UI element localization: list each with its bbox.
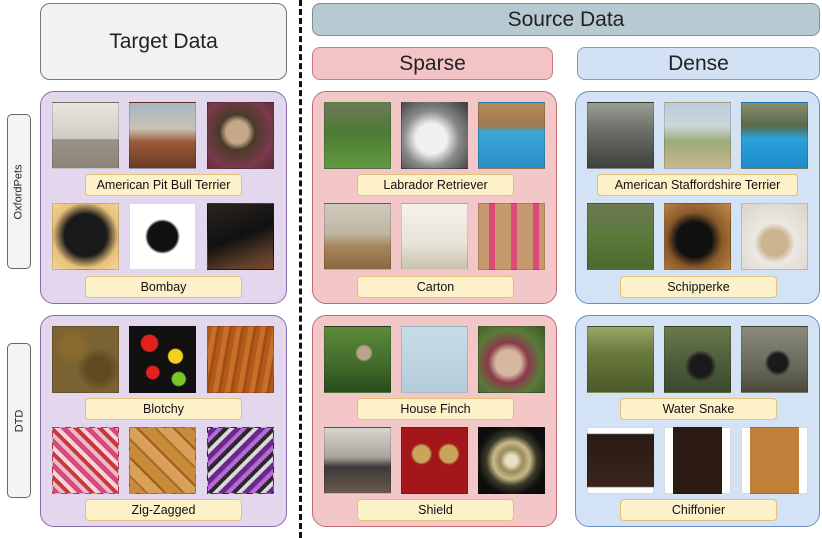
blotchy-image-1 (52, 326, 119, 393)
pit-bull-image-3 (207, 102, 274, 169)
staffordshire-image-1 (587, 102, 654, 169)
source-data-header: Source Data (312, 3, 820, 36)
label-zig-zagged: Zig-Zagged (85, 499, 242, 521)
carton-image-2 (401, 203, 468, 270)
dashed-divider (299, 0, 302, 538)
labrador-image-1 (324, 102, 391, 169)
schipperke-image-1 (587, 203, 654, 270)
panel-dtd-dense: Water Snake Chiffonier (575, 315, 820, 527)
bombay-image-2 (129, 203, 196, 270)
staffordshire-image-2 (664, 102, 731, 169)
shield-image-2 (401, 427, 468, 494)
water-snake-image-3 (741, 326, 808, 393)
row-label-oxfordpets: OxfordPets (7, 114, 31, 269)
label-american-staffordshire-terrier: American Staffordshire Terrier (597, 174, 798, 196)
label-house-finch: House Finch (357, 398, 514, 420)
label-chiffonier: Chiffonier (620, 499, 777, 521)
label-bombay: Bombay (85, 276, 242, 298)
label-blotchy: Blotchy (85, 398, 242, 420)
label-carton: Carton (357, 276, 514, 298)
house-finch-image-2 (401, 326, 468, 393)
house-finch-image-3 (478, 326, 545, 393)
staffordshire-image-3 (741, 102, 808, 169)
row-label-dtd-text: DTD (13, 409, 26, 432)
chiffonier-image-3 (741, 427, 808, 494)
label-shield: Shield (357, 499, 514, 521)
bombay-image-3 (207, 203, 274, 270)
water-snake-image-2 (664, 326, 731, 393)
label-water-snake: Water Snake (620, 398, 777, 420)
panel-dtd-sparse: House Finch Shield (312, 315, 557, 527)
blotchy-image-3 (207, 326, 274, 393)
schipperke-image-2 (664, 203, 731, 270)
target-data-header: Target Data (40, 3, 287, 80)
zigzag-image-1 (52, 427, 119, 494)
label-schipperke: Schipperke (620, 276, 777, 298)
bombay-image-1 (52, 203, 119, 270)
chiffonier-image-2 (664, 427, 731, 494)
sparse-header: Sparse (312, 47, 553, 80)
label-american-pit-bull-terrier: American Pit Bull Terrier (85, 174, 242, 196)
water-snake-image-1 (587, 326, 654, 393)
panel-oxford-sparse: Labrador Retriever Carton (312, 91, 557, 304)
pit-bull-image-2 (129, 102, 196, 169)
labrador-image-3 (478, 102, 545, 169)
label-labrador-retriever: Labrador Retriever (357, 174, 514, 196)
shield-image-3 (478, 427, 545, 494)
row-label-dtd: DTD (7, 343, 31, 498)
chiffonier-image-1 (587, 427, 654, 494)
panel-dtd-target: Blotchy Zig-Zagged (40, 315, 287, 527)
carton-image-1 (324, 203, 391, 270)
panel-oxford-dense: American Staffordshire Terrier Schipperk… (575, 91, 820, 304)
pit-bull-image-1 (52, 102, 119, 169)
zigzag-image-3 (207, 427, 274, 494)
panel-oxford-target: American Pit Bull Terrier Bombay (40, 91, 287, 304)
row-label-oxfordpets-text: OxfordPets (13, 163, 25, 220)
schipperke-image-3 (741, 203, 808, 270)
labrador-image-2 (401, 102, 468, 169)
carton-image-3 (478, 203, 545, 270)
shield-image-1 (324, 427, 391, 494)
house-finch-image-1 (324, 326, 391, 393)
blotchy-image-2 (129, 326, 196, 393)
zigzag-image-2 (129, 427, 196, 494)
dense-header: Dense (577, 47, 820, 80)
